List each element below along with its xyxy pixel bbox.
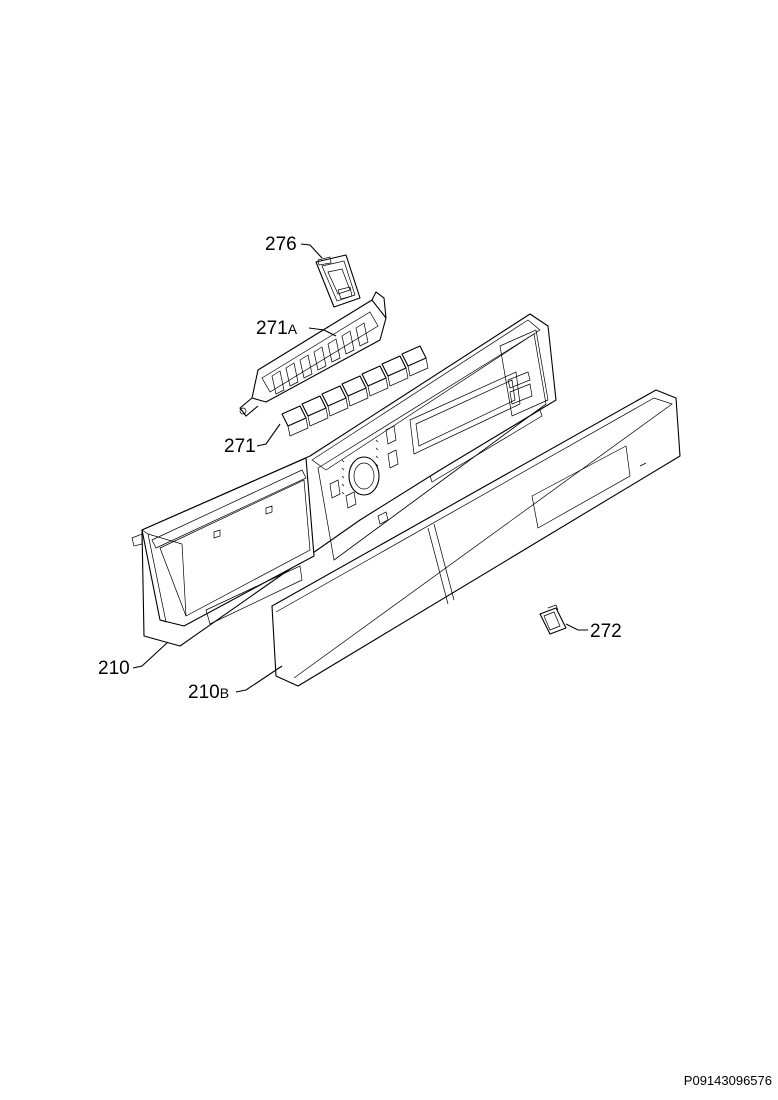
callout-210B: 210B [188,682,229,703]
callout-271A-suffix: A [288,321,298,337]
part-210B-front-cover [271,389,681,687]
callout-210B-suffix: B [220,685,229,701]
part-271A-button-carrier [239,291,387,417]
part-271-push-buttons [281,345,429,437]
part-210-control-panel [131,313,557,647]
callout-210B-number: 210 [188,682,220,703]
callout-272: 272 [590,621,622,642]
callout-271A-number: 271 [256,318,288,339]
document-number: P09143096576 [683,1073,772,1088]
part-272-connector [539,604,567,635]
callout-276: 276 [265,234,297,255]
callout-271A: 271A [256,318,298,339]
callout-271: 271 [224,436,256,457]
part-276-display-window [315,254,361,308]
leader-lines [132,243,588,693]
callout-210: 210 [98,658,130,679]
